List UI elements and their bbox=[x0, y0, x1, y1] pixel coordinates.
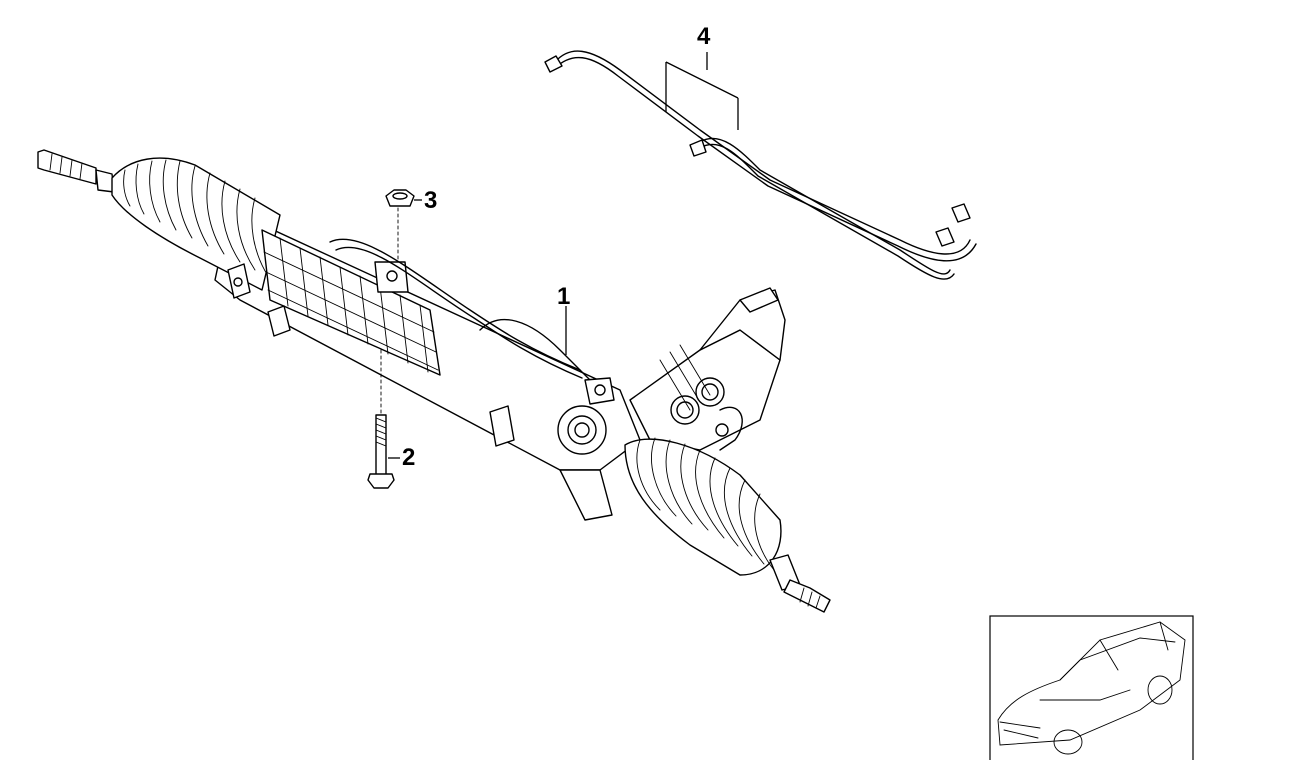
callout-part-1[interactable]: 1 bbox=[557, 283, 570, 310]
callout-part-2[interactable]: 2 bbox=[402, 444, 415, 471]
bolt-drawing[interactable] bbox=[367, 349, 395, 489]
ribbed-housing bbox=[261, 229, 441, 376]
right-bellows bbox=[624, 437, 782, 576]
valve-body bbox=[629, 287, 786, 451]
left-bellows bbox=[111, 157, 281, 291]
leader-part-4 bbox=[665, 52, 739, 130]
callout-part-3[interactable]: 3 bbox=[424, 187, 437, 214]
vehicle-thumbnail-drawing[interactable] bbox=[989, 615, 1194, 760]
pressure-return-lines-drawing[interactable] bbox=[544, 50, 977, 280]
self-locking-nut-drawing[interactable] bbox=[385, 189, 415, 263]
callout-part-4[interactable]: 4 bbox=[697, 23, 711, 50]
steering-rack-drawing[interactable] bbox=[37, 149, 831, 613]
